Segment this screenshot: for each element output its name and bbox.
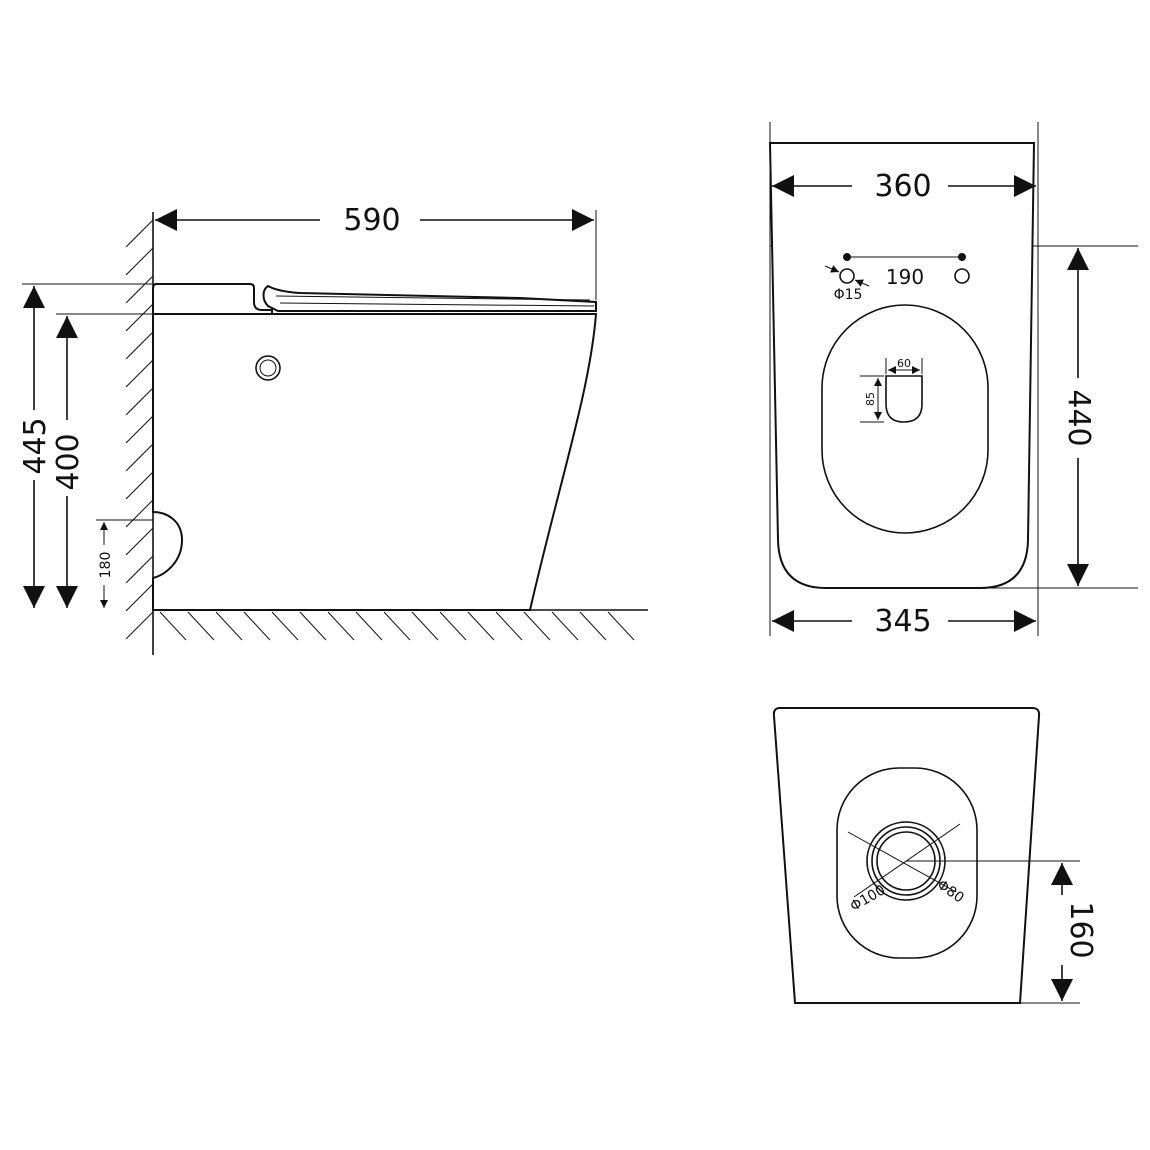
side-view: 590 445 400 180 xyxy=(18,203,648,655)
bowl-opening xyxy=(821,304,989,534)
dim-bottom-width-label: 345 xyxy=(874,604,931,639)
bottom-view: Φ100 Φ80 160 xyxy=(772,707,1098,1004)
top-view: 360 345 440 190 Φ15 60 85 xyxy=(768,122,1138,639)
dim-bowl-height-label: 400 xyxy=(51,433,86,490)
dim-length-label: 590 xyxy=(343,203,400,238)
dim-hole-spacing-label: 190 xyxy=(886,265,924,289)
seat-lid xyxy=(262,284,597,312)
toilet-side-body xyxy=(152,313,598,611)
dim-depth-label: 440 xyxy=(1061,389,1096,446)
floor-hatching xyxy=(159,611,635,641)
dim-inlet-height-label: 180 xyxy=(98,552,114,579)
dim-flush-length-label: 85 xyxy=(864,392,877,406)
tank-cover xyxy=(152,283,273,315)
side-button-icon xyxy=(255,355,281,381)
mounting-hole-icon xyxy=(839,268,855,284)
flush-slot xyxy=(885,375,923,423)
wall-hatching xyxy=(125,219,154,640)
toilet-top-outline xyxy=(768,142,1036,589)
dim-top-width-label: 360 xyxy=(874,169,931,204)
dim-outlet-offset-label: 160 xyxy=(1063,901,1098,958)
dim-total-height-label: 445 xyxy=(18,417,53,474)
dim-flush-width-label: 60 xyxy=(897,357,911,370)
mounting-hole-icon xyxy=(954,268,970,284)
base-opening xyxy=(836,767,978,959)
dim-hole-diameter-label: Φ15 xyxy=(834,287,863,303)
